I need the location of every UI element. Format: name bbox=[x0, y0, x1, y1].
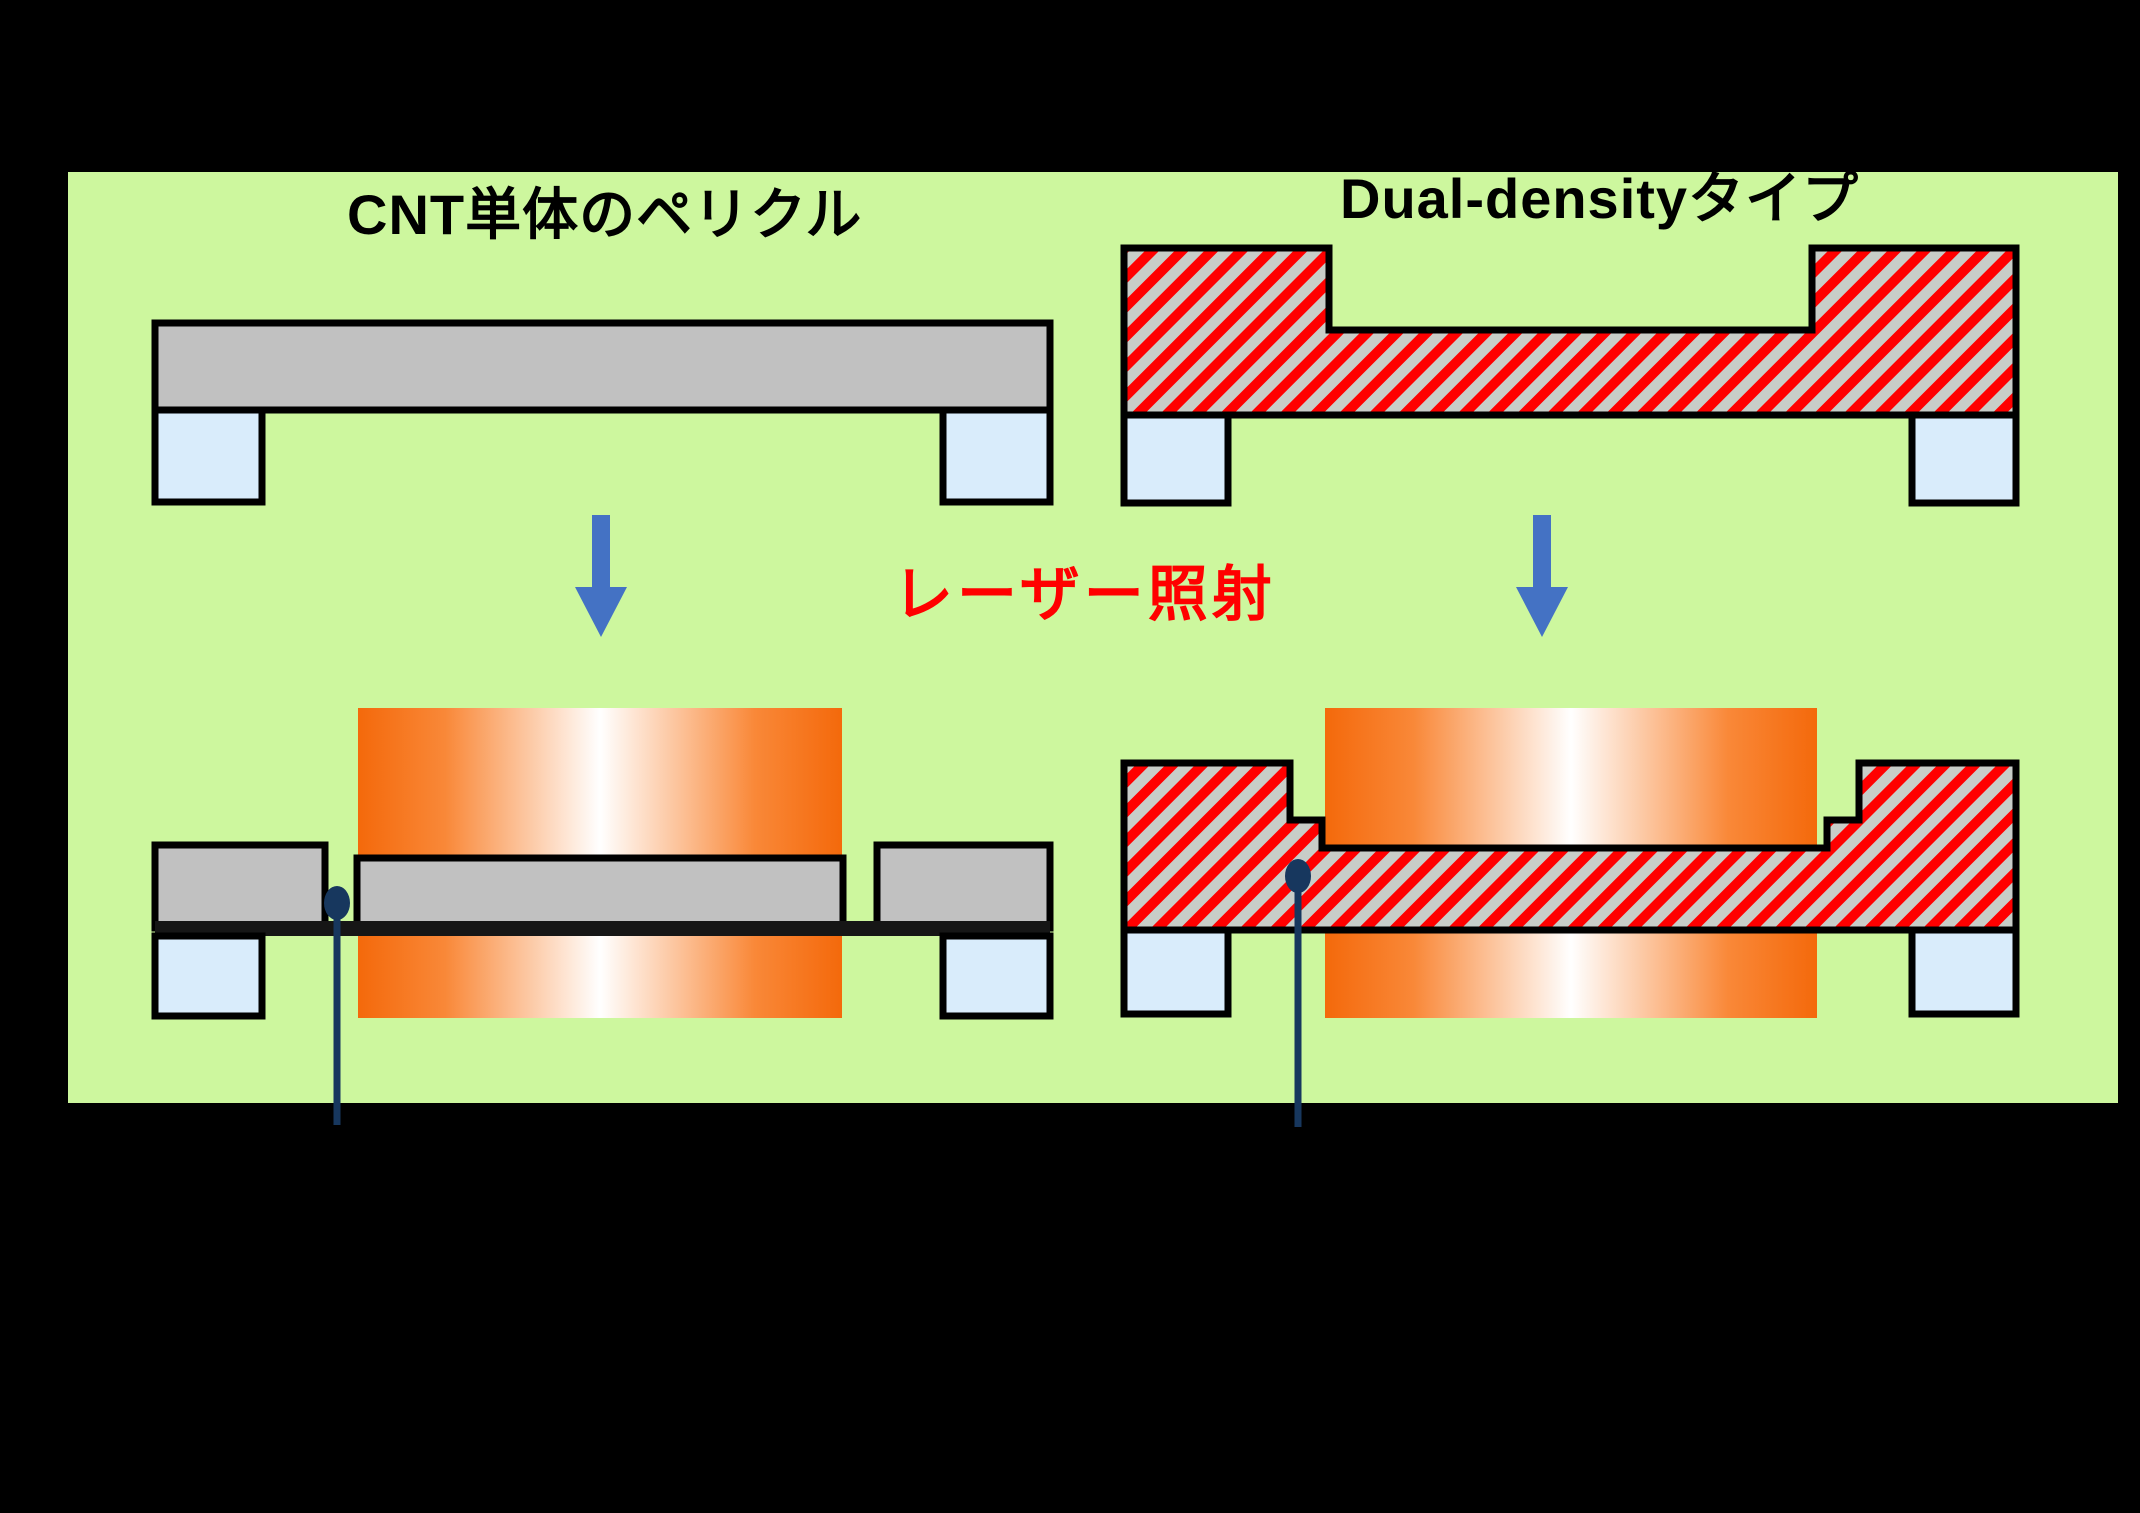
annotation-dot-icon bbox=[1285, 859, 1311, 893]
left-column-title: CNT単体のペリクル bbox=[347, 183, 863, 246]
membrane-base-line bbox=[155, 921, 1050, 936]
cnt-membrane-bar bbox=[151, 319, 1054, 414]
dual-density-membrane bbox=[1120, 244, 2020, 419]
dual-density-before bbox=[1120, 244, 2020, 507]
dual-density-after bbox=[1120, 708, 2020, 1127]
membrane-wing-right bbox=[873, 841, 1054, 932]
cnt-pellicle-after bbox=[151, 708, 1054, 1125]
support-block-left bbox=[1120, 411, 1232, 507]
support-block-left bbox=[151, 932, 266, 1020]
support-block-right bbox=[939, 932, 1054, 1020]
down-arrow-icon bbox=[575, 515, 627, 637]
annotation-dot-icon bbox=[324, 886, 350, 920]
support-block-right bbox=[1908, 411, 2020, 507]
support-block-right bbox=[939, 406, 1054, 506]
laser-irradiation-label: レーザー照射 bbox=[893, 561, 1276, 628]
right-column-title: Dual-densityタイプ bbox=[1340, 167, 1860, 230]
cnt-pellicle-before bbox=[151, 319, 1054, 506]
support-block-right bbox=[1908, 926, 2020, 1018]
down-arrow-icon bbox=[1516, 515, 1568, 637]
support-block-left bbox=[1120, 926, 1232, 1018]
membrane-wing-left bbox=[151, 841, 329, 932]
support-block-left bbox=[151, 406, 266, 506]
sagged-membrane-center bbox=[353, 854, 847, 932]
